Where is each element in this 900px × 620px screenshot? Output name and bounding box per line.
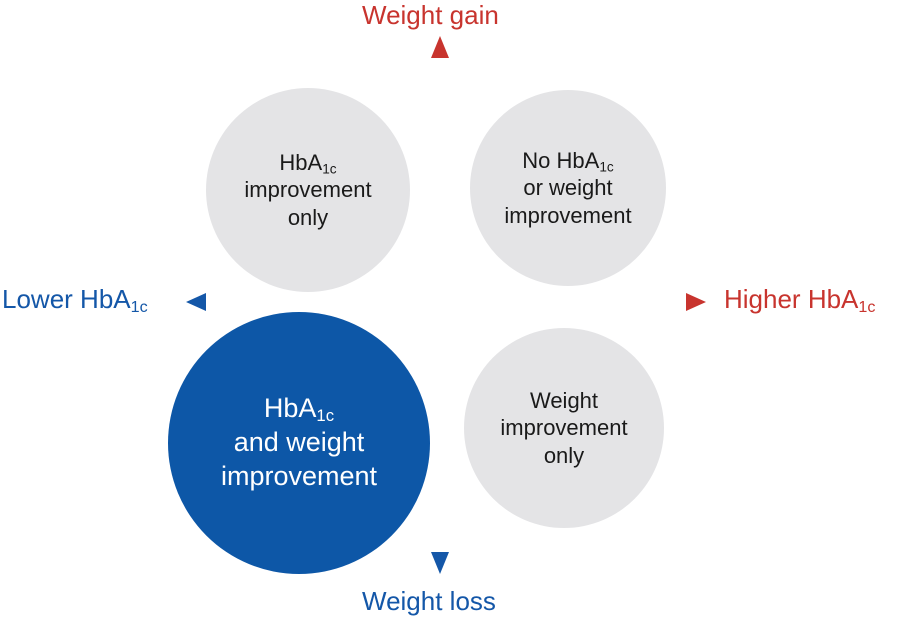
quadrant-top-left-line3: only [287,204,329,230]
quadrant-bottom-left-line2: and weight [233,427,365,458]
quadrant-top-left-circle: HbA1c improvement only [206,88,410,292]
arrow-up-icon [431,36,449,58]
quadrant-bottom-right-line1: Weight [529,387,599,413]
quadrant-top-left-line1: HbA1c [279,149,337,177]
axis-label-right-main: Higher HbA [724,284,859,314]
quadrant-bottom-right-line2: improvement [500,415,628,441]
arrow-right-icon [686,293,706,311]
axis-label-right: Higher HbA1c [724,284,875,315]
quadrant-bottom-left-circle: HbA1c and weight improvement [168,312,430,574]
arrow-down-icon [431,552,449,574]
quadrant-bottom-left-line3: improvement [220,460,378,491]
axis-label-left-main: Lower HbA [2,284,131,314]
axis-label-top: Weight gain [362,0,499,30]
axis-label-left: Lower HbA1c [2,284,148,315]
axis-label-bottom: Weight loss [362,586,496,616]
quadrant-bottom-left-line1: HbA1c [263,393,335,426]
quadrant-bottom-right-line3: only [543,442,585,468]
quadrant-top-left-line2: improvement [244,177,372,203]
quadrant-top-right-circle: No HbA1c or weight improvement [470,90,666,286]
quadrant-top-right-line1: No HbA1c [522,147,614,175]
quadrant-top-right-line2: or weight [523,175,613,201]
axis-label-right-sub: 1c [858,298,876,317]
arrow-left-icon [186,293,206,311]
quadrant-bottom-right-circle: Weight improvement only [464,328,664,528]
quadrant-top-right-line3: improvement [504,202,632,228]
axis-label-left-sub: 1c [130,298,148,317]
